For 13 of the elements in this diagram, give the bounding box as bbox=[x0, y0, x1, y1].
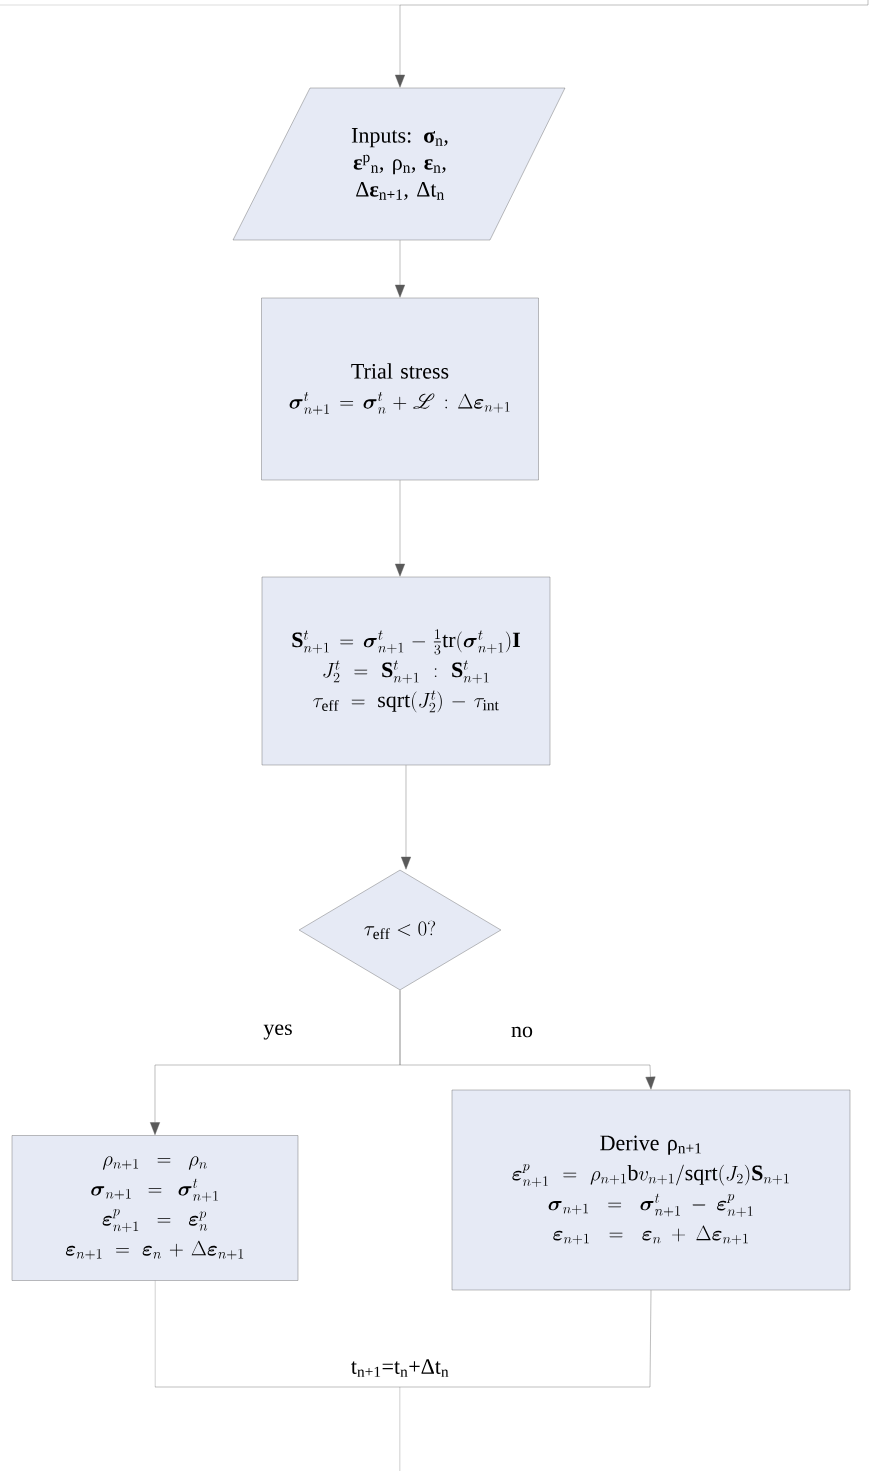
input-parallelogram: Inputs: σ$_{n}$, ε$^{p}$$_{n}$, ρ$_{n}$, ε$_{n}$, Δε$_{n+1}$, Δt$_{n}$ bbox=[232, 87, 566, 241]
process-box: Trial stress $\boldsymbol{\sigma}^{t}_{n+1}=\boldsymbol{\sigma}^{t}_{n}+\mathscr{L}:\Delta\boldsymbol{\varepsilon}_{n+1}$ bbox=[261, 297, 539, 481]
process-box: Derive ρ$_{n+1}$ $\boldsymbol{\varepsilon}^{p}_{n+1}=\rho_{n+1}\mathrm{b}v_{n+1}/\mathrm{sqrt}(J_{2})\mathbf{S}_{n+1}$ $\boldsymbol{\sigma}_{n+1}=\boldsymbol{\sigma}^{t}_{n+1}-\boldsymbol{\varepsilon}^{p}_{n+1}$ $\boldsymbol{\varepsilon}_{n+1}=\boldsymbol{\varepsilon}_{n}+\Delta\boldsymbol{\varepsilon}_{n+1}$ bbox=[451, 1089, 851, 1291]
arrow bbox=[401, 765, 411, 870]
arrow bbox=[395, 240, 405, 298]
process-box: $\rho_{n+1}=\rho_{n}$ $\boldsymbol{\sigma}_{n+1}=\boldsymbol{\sigma}^{t}_{n+1}$ $\boldsymbol{\varepsilon}^{p}_{n+1}=\boldsymbol{\varepsilon}^{p}_{n}$ $\boldsymbol{\varepsilon}_{n+1}=\boldsymbol{\varepsilon}_{n}+\Delta\boldsymbol{\varepsilon}_{n+1}$ bbox=[11, 1135, 299, 1281]
arrow bbox=[395, 480, 405, 577]
process-box: $\mathbf{S}^{t}_{n+1}=\boldsymbol{\sigma}^{t}_{n+1}-\tfrac{1}{3}\mathrm{tr}(\boldsymbol{\sigma}^{t}_{n+1})\mathbf{I}$ $J_{2}^{t}=\mathbf{S}^{t}_{n+1}:\mathbf{S}^{t}_{n+1}$ $\tau_{\mathrm{eff}}=\mathrm{sqrt}(J_{2}^{t})-\tau_{\mathrm{int}}$ bbox=[261, 576, 551, 766]
arrow bbox=[399, 990, 656, 1090]
edge-label: t$_{n+1}$=t$_{n}$+Δt$_{n}$ bbox=[351, 1359, 449, 1377]
edge-label: yes bbox=[263, 1024, 292, 1040]
arrow bbox=[395, 0, 869, 88]
edge-label: no bbox=[511, 1026, 533, 1038]
